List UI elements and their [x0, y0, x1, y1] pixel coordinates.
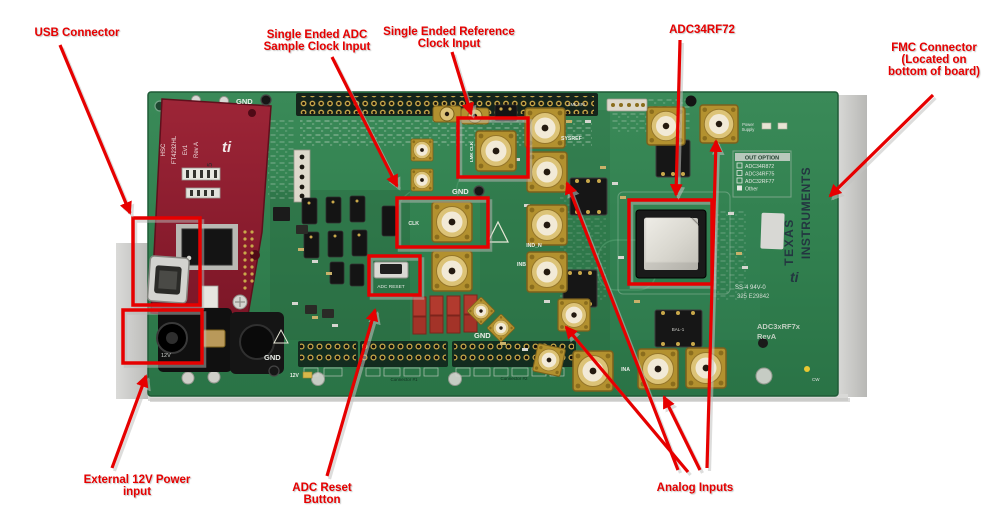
dc-power-jack: 12V: [156, 308, 284, 374]
fmc-arrow: [828, 93, 935, 198]
sample-clock-highlight-box: [395, 196, 490, 249]
plate-right: [836, 95, 867, 397]
svg-text:RevA: RevA: [757, 332, 777, 341]
adc-reset-button: ADC RESET: [373, 261, 409, 290]
analog-arrow-1: [564, 181, 680, 471]
sma-in: [526, 151, 568, 193]
svg-text:BAL-1: BAL-1: [672, 327, 685, 332]
svg-text:IND_N: IND_N: [526, 243, 542, 249]
power-arrow: [110, 374, 149, 469]
svg-text:ADC34R872: ADC34R872: [745, 164, 774, 170]
sma-clk: [431, 201, 473, 243]
silkscreen-labels: GND GND GND GND 12V SYSREF LMK CLK CLK I…: [236, 94, 630, 379]
sma-tmsclk-n: [410, 168, 434, 192]
svg-text:ADC34RF75: ADC34RF75: [745, 172, 775, 178]
adc-chip: [635, 209, 707, 279]
svg-text:Rev A: Rev A: [194, 142, 200, 158]
ref-clock-arrow: [450, 51, 474, 116]
analog-arrow-4: [705, 139, 723, 469]
ref-clock-highlight-box: [456, 116, 530, 179]
svg-text:CW: CW: [812, 377, 820, 382]
spi-header: [293, 149, 311, 203]
annotation-arrows: [58, 39, 937, 480]
svg-text:Other: Other: [745, 187, 758, 193]
svg-text:GND: GND: [264, 353, 281, 362]
sma-ina-n: [685, 347, 727, 389]
reset-arrow: [325, 308, 379, 477]
red-jumpers: [412, 294, 478, 335]
mini-usb-connector: [146, 255, 190, 304]
sma-inb: [526, 251, 568, 293]
brand-instruments: INSTRUMENTS: [799, 167, 813, 259]
svg-text:GND: GND: [236, 97, 253, 106]
analog-arrow-2: [564, 325, 690, 474]
sma-top-right-2: [699, 104, 739, 144]
reset-highlight-box: [367, 254, 422, 297]
svg-text:Connector #2: Connector #2: [500, 376, 528, 381]
svg-text:GND: GND: [452, 187, 469, 196]
callout-usb-connector: USB Connector: [34, 27, 120, 39]
ti-logo: ti: [222, 139, 232, 156]
svg-text:12V: 12V: [161, 353, 171, 359]
svg-text:HSC: HSC: [161, 143, 167, 156]
power-highlight-box: [121, 308, 204, 365]
ti-bug: ti: [790, 269, 800, 285]
sma-bottom-0: [531, 342, 567, 378]
svg-text:Ev1: Ev1: [183, 144, 189, 155]
right-silkscreen: OUT OPTION ADC34R872 ADC34RF75 ADC32RF77…: [568, 98, 820, 382]
svg-text:SS-4 94V-0: SS-4 94V-0: [735, 285, 766, 291]
svg-text:Supply: Supply: [742, 127, 756, 132]
svg-text:Power: Power: [742, 122, 754, 127]
callout-analog-inputs: Analog Inputs: [656, 482, 734, 494]
svg-text:ADC RESET: ADC RESET: [377, 284, 405, 290]
svg-text:LMK CLK: LMK CLK: [469, 141, 474, 162]
brand-texas: TEXAS: [782, 218, 796, 266]
svg-text:INB: INB: [517, 262, 526, 268]
sample-clock-arrow: [330, 56, 399, 188]
jumper-field: [301, 104, 518, 287]
usb-highlight-box: [131, 216, 202, 307]
callout-adc34rf72: ADC34RF72: [669, 24, 735, 36]
svg-text:325 E29842: 325 E29842: [737, 294, 770, 300]
adc-arrow: [669, 39, 683, 197]
svg-text:12V: 12V: [290, 373, 300, 379]
sma-tmsclk-p: [410, 138, 434, 162]
balun-transformers: BAL-1: [273, 139, 703, 348]
svg-text:OUT OPTION: OUT OPTION: [745, 156, 779, 162]
sma-ind-n: [526, 204, 568, 246]
usb-arrow: [58, 44, 132, 215]
sma-lmk-clk: [475, 130, 517, 172]
svg-text:FT4232HL: FT4232HL: [172, 135, 178, 164]
plate-bottom: [148, 394, 848, 401]
sma-ind: [557, 298, 591, 332]
passive-components: [292, 120, 748, 351]
svg-text:GND: GND: [474, 331, 491, 340]
svg-text:ADC3xRF7x: ADC3xRF7x: [757, 322, 801, 331]
svg-text:ADC32RF77: ADC32RF77: [745, 179, 775, 185]
svg-text:SYSREF: SYSREF: [561, 136, 582, 142]
svg-text:INA: INA: [621, 367, 630, 373]
svg-text:LMK SRI: LMK SRI: [568, 102, 585, 107]
analog-arrow-3: [662, 395, 702, 471]
svg-text:Connector #1: Connector #1: [390, 377, 418, 382]
svg-text:CLK: CLK: [408, 221, 419, 227]
sma-clk-n: [431, 250, 473, 292]
